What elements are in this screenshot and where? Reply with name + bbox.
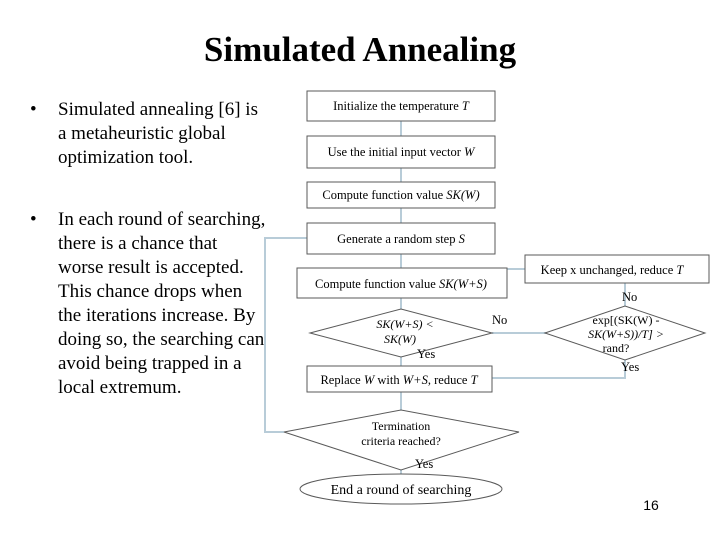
init-temperature-box: [306, 90, 496, 122]
keep-unchanged-box: [524, 254, 710, 284]
connector: [492, 360, 626, 379]
yes-label-termination: Yes: [415, 457, 433, 471]
replace-box: [306, 365, 493, 393]
compute-sk-w-box: [306, 181, 496, 209]
exp-line1: exp[(SK(W) -: [593, 313, 660, 327]
yes-label-compare: Yes: [417, 347, 435, 361]
init-temperature-text: Initialize the temperature T: [333, 99, 470, 113]
yes-label-exp: Yes: [621, 360, 639, 374]
bullet-item: • Simulated annealing [6] is a metaheuri…: [30, 98, 266, 170]
keep-unchanged-text: Keep x unchanged, reduce T: [541, 263, 685, 277]
bullet-text: Simulated annealing [6] is a metaheurist…: [58, 99, 258, 168]
compare-line2: SK(W): [384, 332, 416, 346]
termination-line2: criteria reached?: [361, 434, 441, 448]
compare-decision: [308, 308, 494, 358]
replace-text: Replace W with W+S, reduce T: [320, 373, 478, 387]
init-vector-text: Use the initial input vector W: [328, 145, 476, 159]
page-number: 16: [643, 497, 659, 513]
end-terminal: [299, 473, 503, 505]
termination-line1: Termination: [372, 419, 430, 433]
exp-decision: [543, 305, 707, 361]
random-step-box: [306, 222, 496, 255]
init-vector-box: [306, 135, 496, 169]
exp-line3: rand?: [603, 341, 630, 355]
bullet-marker: •: [30, 209, 37, 230]
no-label-compare: No: [492, 313, 507, 327]
bullet-text: In each round of searching, there is a c…: [58, 209, 266, 398]
bullet-list: • Simulated annealing [6] is a metaheuri…: [30, 98, 266, 400]
slide-title: Simulated Annealing: [203, 30, 517, 69]
bullet-marker: •: [30, 99, 37, 120]
compare-line1: SK(W+S) <: [376, 317, 433, 331]
compute-sk-ws-text: Compute function value SK(W+S): [315, 277, 487, 291]
connector: [264, 237, 307, 433]
compute-sk-w-text: Compute function value SK(W): [322, 188, 479, 202]
no-label-exp: No: [622, 290, 637, 304]
end-text: End a round of searching: [331, 483, 472, 498]
exp-line2: SK(W+S))/T] >: [588, 327, 664, 341]
bullet-item: • In each round of searching, there is a…: [30, 208, 266, 400]
termination-decision: [283, 409, 520, 471]
compute-sk-ws-box: [296, 267, 508, 299]
random-step-text: Generate a random step S: [337, 232, 465, 246]
